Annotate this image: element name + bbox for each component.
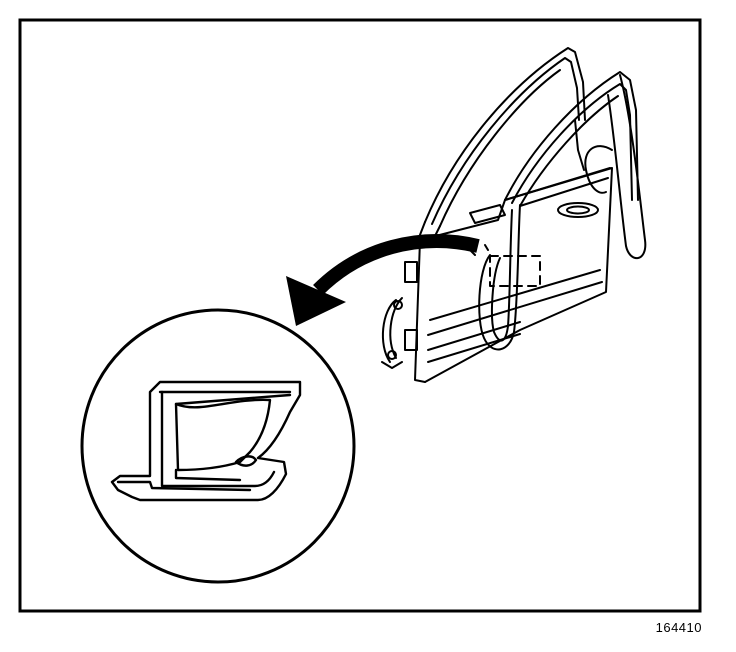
door-hinges bbox=[381, 261, 418, 369]
door-handle bbox=[557, 202, 599, 218]
detail-circle bbox=[80, 308, 356, 584]
figure-frame bbox=[18, 18, 702, 613]
door-assembly bbox=[381, 47, 647, 383]
detail-region-marker bbox=[489, 255, 541, 287]
detail-magnifier bbox=[80, 308, 356, 584]
front-door-panel bbox=[414, 167, 613, 383]
seal-cross-section bbox=[110, 380, 302, 502]
weatherstrip-loop-right bbox=[584, 74, 647, 259]
weatherstrip-loop-lower bbox=[478, 204, 521, 351]
figure-id-number: 164410 bbox=[655, 620, 702, 635]
curved-arrow-icon bbox=[286, 234, 480, 326]
